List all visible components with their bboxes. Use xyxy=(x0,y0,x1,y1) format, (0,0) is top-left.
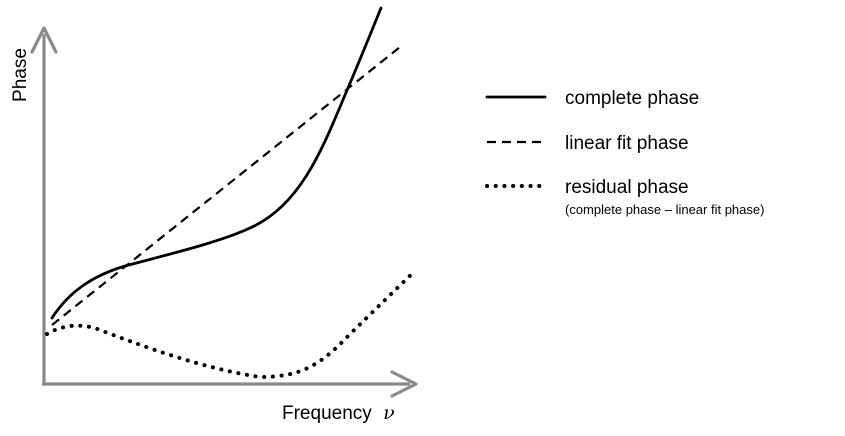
legend-note-residual-phase: (complete phase – linear fit phase) xyxy=(565,202,764,217)
legend-item-residual-phase: residual phase (complete phase – linear … xyxy=(485,177,764,217)
legend-label-complete-phase: complete phase xyxy=(565,88,699,109)
x-axis-arrowhead xyxy=(390,370,418,398)
linear-fit-line xyxy=(51,46,401,326)
y-axis-arrowhead xyxy=(30,26,58,54)
curves xyxy=(45,6,418,380)
legend-item-complete-phase: complete phase xyxy=(485,88,699,109)
complete-phase-curve xyxy=(50,6,383,320)
legend-item-linear-fit-phase: linear fit phase xyxy=(487,133,689,154)
x-axis-symbol: ν xyxy=(383,402,395,424)
x-axis-label-text: Frequency xyxy=(282,403,372,424)
axes xyxy=(30,26,418,398)
x-axis-label: Frequency ν xyxy=(282,402,395,424)
legend-label-linear-fit-phase: linear fit phase xyxy=(565,133,689,154)
legend: complete phase linear fit phase residual… xyxy=(485,88,764,217)
y-axis-label: Phase xyxy=(10,48,31,102)
legend-label-residual-phase: residual phase xyxy=(565,177,689,198)
